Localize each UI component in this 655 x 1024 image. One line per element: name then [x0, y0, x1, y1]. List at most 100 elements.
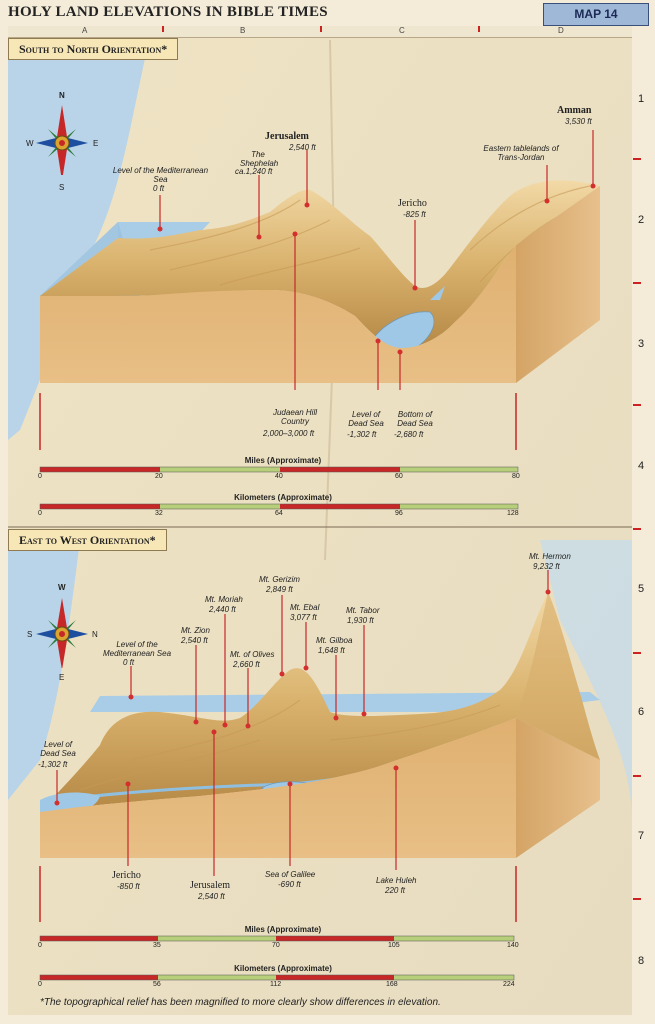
label-gilboa-name: Mt. Gilboa	[316, 636, 353, 645]
grid-tick	[633, 282, 641, 284]
scale-bar-miles	[39, 466, 519, 473]
grid-tick	[478, 26, 480, 32]
relief-block-south-north	[40, 180, 600, 383]
label-tabor-name: Mt. Tabor	[346, 606, 380, 615]
map-number-badge: MAP 14	[543, 3, 649, 26]
compass-left-label: S	[27, 630, 33, 639]
label-zion-elev: 2,540 ft	[181, 636, 208, 645]
scale-km-title: Kilometers (Approximate)	[234, 493, 332, 502]
label-jerusalem-elev-2: 2,540 ft	[198, 892, 225, 901]
grid-tick	[633, 404, 641, 406]
label-dead-sea-bottom-elev: -2,680 ft	[394, 430, 424, 439]
scale-km-tick: 128	[507, 510, 519, 517]
compass-west-label: W	[26, 139, 34, 148]
scale-miles-tick: 40	[275, 473, 283, 480]
label-dead-sea-elev-2: -1,302 ft	[38, 760, 68, 769]
label-jerusalem-name: Jerusalem	[265, 131, 309, 142]
scale-miles-title-2: Miles (Approximate)	[244, 925, 322, 934]
scale-bar-miles-2	[39, 935, 515, 942]
grid-tick	[633, 528, 641, 530]
label-amman-elev: 3,530 ft	[565, 117, 592, 126]
scale-miles-tick: 80	[512, 473, 520, 480]
label-galilee-elev: -690 ft	[278, 880, 301, 889]
label-jerusalem-name-2: Jerusalem	[190, 880, 230, 891]
label-judaean-elev: 2,000–3,000 ft	[263, 429, 315, 438]
label-jericho-name: Jericho	[398, 198, 427, 209]
label-moriah-elev: 2,440 ft	[209, 605, 236, 614]
map-title: HOLY LAND ELEVATIONS IN BIBLE TIMES	[8, 4, 328, 20]
label-eastern-tablelands: Eastern tablelands of Trans-Jordan	[483, 144, 559, 162]
scale-miles-tick: 20	[155, 473, 163, 480]
compass-rose-icon	[36, 105, 88, 175]
label-huleh-elev: 220 ft	[385, 886, 406, 895]
label-huleh-name: Lake Huleh	[376, 876, 417, 885]
compass-south-label: S	[59, 183, 65, 192]
scale-km-tick: 96	[395, 510, 403, 517]
scale-miles-tick: 0	[38, 473, 42, 480]
label-hermon-elev: 9,232 ft	[533, 562, 560, 571]
grid-row-label: 7	[638, 830, 645, 842]
scale-km-tick-2: 56	[153, 981, 161, 988]
label-shephelah: The Shephelah	[240, 150, 279, 168]
compass-bottom-label: E	[59, 673, 65, 682]
label-tabor-elev: 1,930 ft	[347, 616, 374, 625]
label-jerusalem-elev: 2,540 ft	[289, 143, 316, 152]
section-heading-south-north: South to North Orientation*	[8, 38, 179, 60]
grid-tick	[633, 898, 641, 900]
label-jericho-elev: -825 ft	[403, 210, 426, 219]
label-ebal-name: Mt. Ebal	[290, 603, 320, 612]
scale-miles-tick-2: 0	[38, 942, 42, 949]
footnote: *The topographical relief has been magni…	[40, 997, 441, 1008]
grid-tick	[633, 775, 641, 777]
scale-km-tick-2: 224	[503, 981, 515, 988]
grid-row-label: 1	[638, 93, 645, 105]
label-hermon-name: Mt. Hermon	[529, 552, 571, 561]
label-judaean-hill-country: Judaean Hill Country	[272, 408, 318, 426]
label-galilee-name: Sea of Galilee	[265, 870, 316, 879]
label-ebal-elev: 3,077 ft	[290, 613, 317, 622]
grid-tick	[633, 158, 641, 160]
marker-pins-section2	[39, 570, 551, 922]
compass-top-label: W	[58, 583, 66, 592]
scale-km-tick: 0	[38, 510, 42, 517]
scale-miles-tick-2: 140	[507, 942, 519, 949]
compass-rose-icon	[36, 598, 88, 668]
label-amman-name: Amman	[557, 105, 592, 116]
grid-row-label: 8	[638, 955, 645, 967]
grid-row-label: 6	[638, 706, 645, 718]
label-dead-sea-bottom: Bottom of Dead Sea	[397, 410, 433, 428]
grid-row-label: 4	[638, 460, 645, 472]
label-dead-sea-level: Level of Dead Sea	[348, 410, 384, 428]
grid-column-label: B	[240, 26, 246, 35]
grid-tick	[320, 26, 322, 32]
compass-right-label: N	[92, 630, 98, 639]
compass-east-label: E	[93, 139, 99, 148]
label-jericho-name-2: Jericho	[112, 870, 141, 881]
label-shephelah-elev: ca.1,240 ft	[235, 167, 273, 176]
label-jericho-elev-2: -850 ft	[117, 882, 140, 891]
grid-tick	[633, 652, 641, 654]
grid-column-label: C	[399, 26, 405, 35]
label-olives-elev: 2,660 ft	[233, 660, 260, 669]
marker-pins-section1	[39, 130, 596, 450]
label-med-sea-elev-2: 0 ft	[123, 658, 135, 667]
scale-miles-tick: 60	[395, 473, 403, 480]
scale-miles-tick-2: 105	[388, 942, 400, 949]
scale-bar-km	[39, 503, 519, 510]
grid-tick	[162, 26, 164, 32]
compass-north-label: N	[59, 91, 65, 100]
relief-block-east-west	[40, 592, 600, 858]
grid-column-label: A	[82, 26, 88, 35]
scale-miles-tick-2: 70	[272, 942, 280, 949]
scale-km-tick: 32	[155, 510, 163, 517]
grid-row-label: 5	[638, 583, 645, 595]
label-gerizim-name: Mt. Gerizim	[259, 575, 300, 584]
scale-miles-tick-2: 35	[153, 942, 161, 949]
scale-km-title-2: Kilometers (Approximate)	[234, 964, 332, 973]
label-gerizim-elev: 2,849 ft	[266, 585, 293, 594]
label-gilboa-elev: 1,648 ft	[318, 646, 345, 655]
grid-row-label: 2	[638, 214, 645, 226]
label-med-sea: Level of the Mediterranean Sea	[112, 166, 209, 184]
label-moriah-name: Mt. Moriah	[205, 595, 243, 604]
